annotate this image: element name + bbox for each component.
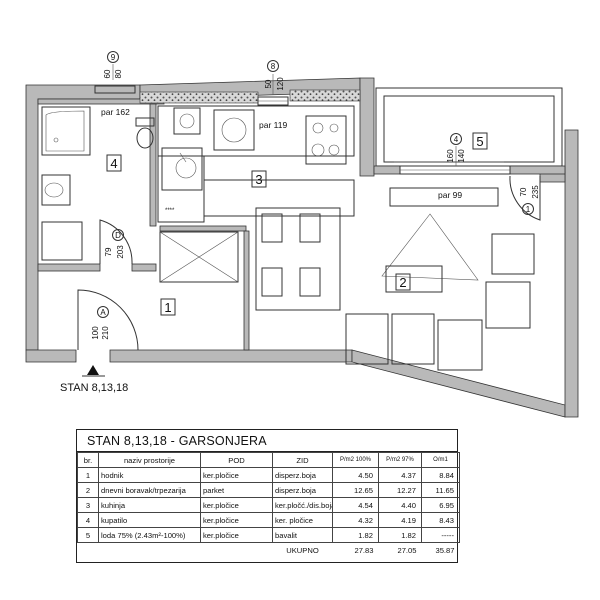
room-number-text: 2 — [399, 275, 406, 290]
table-row: 4 kupatilo ker.pločice ker. pločice 4.32… — [77, 512, 460, 528]
svg-text:140: 140 — [457, 149, 466, 163]
table-total-row: UKUPNO 27.83 27.05 35.87 — [78, 543, 460, 558]
svg-text:70: 70 — [519, 187, 528, 196]
total-p100: 27.83 — [354, 545, 374, 555]
marker-window-8: 8 50 120 — [264, 60, 285, 95]
svg-text:A: A — [100, 308, 106, 317]
room-number-text: 4 — [110, 156, 117, 171]
room-number-2: 2 — [395, 273, 411, 291]
svg-text:1: 1 — [526, 205, 531, 214]
room-number-text: 1 — [164, 300, 171, 315]
room-number-3: 3 — [251, 170, 267, 188]
svg-text:80: 80 — [114, 69, 123, 78]
table-row: 5 loda 75% (2.43m²-100%) ker.pločice bav… — [77, 527, 460, 543]
svg-text:160: 160 — [446, 149, 455, 163]
svg-text:210: 210 — [101, 326, 110, 340]
parapet-label: par 119 — [259, 120, 287, 130]
marker-door-A: A 100 210 — [91, 306, 110, 340]
opening-markers: 9 60 80 8 50 120 4 160 140 1 70 235 D 79 — [91, 51, 540, 340]
floor-plan: 4 3 1 2 5 9 60 80 8 — [25, 51, 579, 418]
parapet-label: par 99 — [438, 190, 462, 200]
exterior-walls — [25, 77, 579, 418]
total-p97: 27.05 — [397, 545, 417, 555]
svg-text:D: D — [115, 231, 121, 240]
interior-walls — [37, 89, 566, 351]
svg-text:9: 9 — [111, 53, 116, 62]
kitchen-fixtures — [157, 105, 355, 223]
svg-text:235: 235 — [531, 185, 540, 199]
marker-door-4: 4 160 140 — [446, 133, 466, 166]
col-header: POD — [200, 452, 273, 468]
living-room-furniture — [255, 187, 535, 371]
svg-text:8: 8 — [271, 62, 276, 71]
entrance-label: STAN 8,13,18 — [60, 382, 128, 394]
room-number-1: 1 — [160, 298, 176, 316]
room-number-5: 5 — [472, 132, 488, 150]
marker-window-9: 9 60 80 — [103, 51, 123, 80]
entrance-marker: STAN 8,13,18 — [60, 365, 128, 394]
svg-text:120: 120 — [276, 77, 285, 91]
svg-text:60: 60 — [103, 69, 112, 78]
room-number-text: 3 — [255, 172, 262, 187]
col-header: naziv prostorije — [98, 452, 201, 468]
marker-door-D: D 79 203 — [104, 229, 125, 259]
svg-text:79: 79 — [104, 247, 113, 256]
room-number-text: 5 — [476, 134, 483, 149]
col-header: P/m2 100% — [332, 452, 379, 468]
svg-text:203: 203 — [116, 245, 125, 259]
doors — [77, 175, 541, 351]
room-number-4: 4 — [106, 154, 122, 172]
parapet-labels: par 162 par 119 par 99 — [101, 107, 462, 200]
schedule-title: STAN 8,13,18 - GARSONJERA — [77, 430, 457, 452]
room-schedule: STAN 8,13,18 - GARSONJERA br. naziv pros… — [76, 429, 460, 563]
col-header: O/m1 — [421, 452, 460, 468]
col-header: ZID — [272, 452, 333, 468]
col-header: P/m2 97% — [378, 452, 422, 468]
parapet-label: par 162 — [101, 107, 130, 117]
balcony — [375, 87, 563, 167]
hallway-fixtures — [159, 231, 239, 283]
table-header-row: br. naziv prostorije POD ZID P/m2 100% P… — [77, 452, 460, 468]
bathroom-fixtures — [41, 106, 155, 261]
total-o: 35.87 — [435, 545, 455, 555]
marker-door-1: 1 70 235 — [519, 185, 540, 215]
entrance-arrow-icon — [87, 365, 99, 375]
svg-text:4: 4 — [454, 135, 459, 144]
table-row: 1 hodnik ker.pločice disperz.boja 4.50 4… — [77, 467, 460, 483]
windows — [94, 85, 511, 175]
room-labels: 4 3 1 2 5 — [106, 132, 488, 316]
table-row: 3 kuhinja ker.pločice ker.pločć./dis.boj… — [77, 497, 460, 513]
col-header: br. — [77, 452, 99, 468]
svg-text:100: 100 — [91, 326, 100, 340]
svg-text:50: 50 — [264, 79, 273, 88]
table-row: 2 dnevni boravak/trpezarija parket dispe… — [77, 482, 460, 498]
stove-mark: **** — [165, 208, 175, 214]
total-label: UKUPNO — [286, 545, 319, 555]
room-table: br. naziv prostorije POD ZID P/m2 100% P… — [77, 452, 460, 557]
